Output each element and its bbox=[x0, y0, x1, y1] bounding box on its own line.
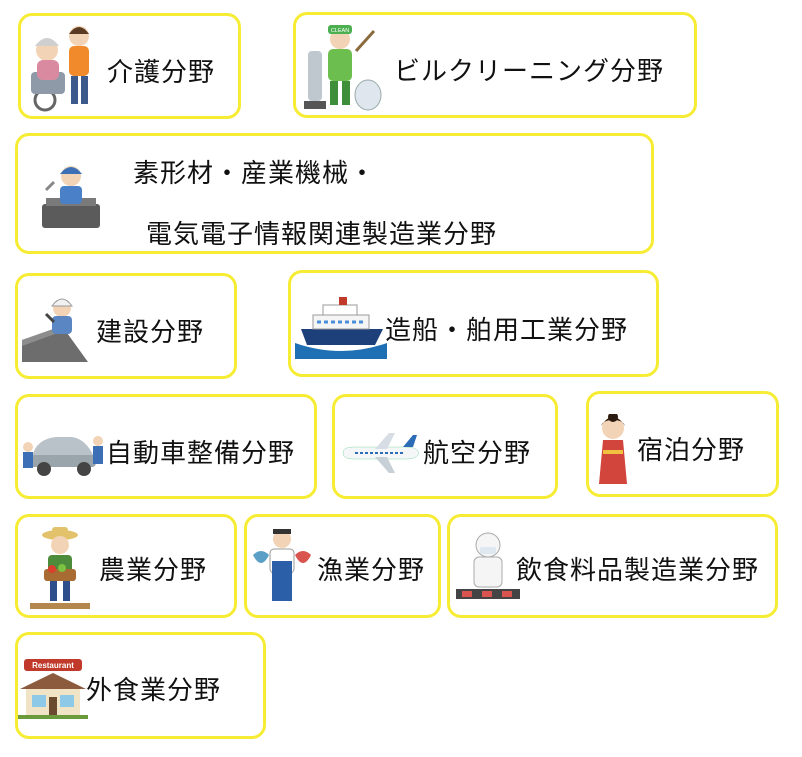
card-lodging[interactable]: 宿泊分野 bbox=[586, 391, 779, 497]
field-label-manufacturing-line1: 素形材・産業機械・ bbox=[133, 159, 377, 189]
field-label-building-cleaning: ビルクリーニング分野 bbox=[394, 57, 665, 87]
machinist-illustration bbox=[38, 162, 104, 234]
restaurant-sign-text: Restaurant bbox=[32, 661, 74, 670]
card-food-manufacturing[interactable]: 飲食料品製造業分野 bbox=[447, 514, 778, 618]
clean-cap-text: CLEAN bbox=[331, 28, 349, 34]
mechanic-illustration bbox=[20, 427, 104, 477]
card-shipbuilding[interactable]: 造船・舶用工業分野 bbox=[288, 270, 659, 377]
restaurant-illustration: Restaurant bbox=[18, 659, 88, 719]
card-building-cleaning[interactable]: CLEAN ビルクリーニング分野 bbox=[293, 12, 697, 118]
cleaner-illustration: CLEAN bbox=[300, 21, 384, 115]
field-label-kaigo: 介護分野 bbox=[107, 58, 216, 88]
airplane-illustration bbox=[341, 431, 419, 475]
card-construction[interactable]: 建設分野 bbox=[15, 273, 237, 379]
field-label-auto-maintenance: 自動車整備分野 bbox=[106, 439, 296, 469]
farmer-illustration bbox=[30, 525, 90, 609]
field-label-lodging: 宿泊分野 bbox=[637, 436, 746, 466]
caregiver-illustration bbox=[23, 22, 103, 112]
ship-illustration bbox=[295, 295, 387, 359]
hotel-staff-illustration bbox=[593, 414, 633, 484]
field-label-food-manufacturing: 飲食料品製造業分野 bbox=[516, 556, 760, 586]
field-label-aviation: 航空分野 bbox=[423, 439, 532, 469]
fisherman-illustration bbox=[251, 525, 313, 609]
field-label-construction: 建設分野 bbox=[96, 318, 205, 348]
card-manufacturing[interactable]: 素形材・産業機械・ 電気電子情報関連製造業分野 bbox=[15, 133, 654, 254]
card-kaigo[interactable]: 介護分野 bbox=[18, 13, 241, 119]
card-aviation[interactable]: 航空分野 bbox=[332, 394, 558, 499]
field-label-shipbuilding: 造船・舶用工業分野 bbox=[385, 316, 629, 346]
field-label-agriculture: 農業分野 bbox=[99, 556, 208, 586]
card-fishery[interactable]: 漁業分野 bbox=[244, 514, 441, 618]
card-auto-maintenance[interactable]: 自動車整備分野 bbox=[15, 394, 317, 499]
card-food-service[interactable]: Restaurant 外食業分野 bbox=[15, 632, 266, 739]
card-agriculture[interactable]: 農業分野 bbox=[15, 514, 237, 618]
field-label-fishery: 漁業分野 bbox=[317, 556, 426, 586]
construction-worker-illustration bbox=[22, 292, 88, 362]
field-label-food-service: 外食業分野 bbox=[86, 676, 222, 706]
field-label-manufacturing-line2: 電気電子情報関連製造業分野 bbox=[146, 220, 498, 250]
food-factory-worker-illustration bbox=[456, 527, 520, 607]
